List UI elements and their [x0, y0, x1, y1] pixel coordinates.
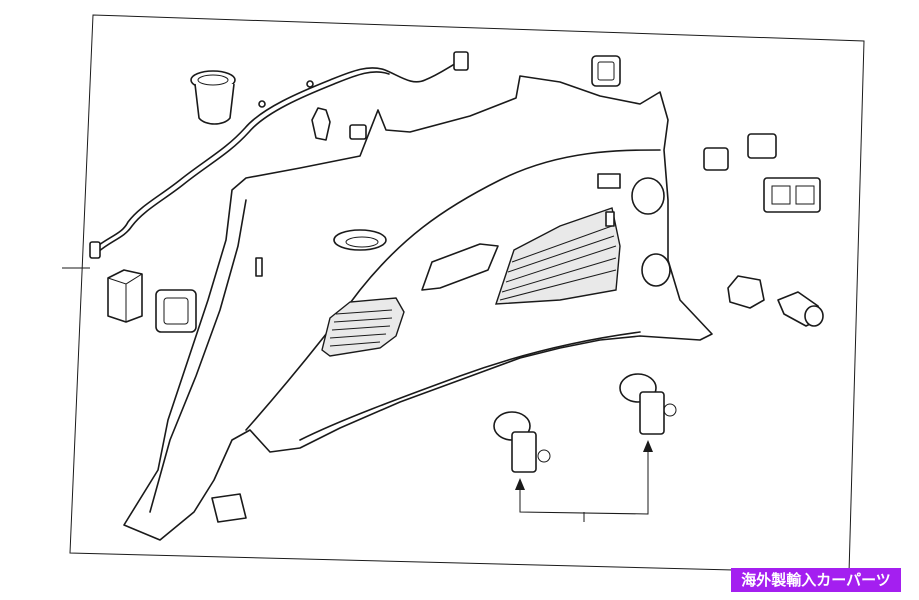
- clip-part-3: [703, 147, 729, 171]
- watermark-badge: 海外製輸入カーパーツ: [731, 568, 901, 592]
- power-outlet-part: [777, 291, 824, 327]
- switch-bezel-part: [155, 289, 197, 333]
- pad-part: [211, 493, 247, 523]
- tie-down-hook-left: [493, 411, 551, 473]
- clip-part-2: [349, 124, 367, 140]
- callout-leader: [515, 440, 653, 522]
- clip-part-1: [311, 107, 331, 141]
- wiring-harness: [89, 51, 469, 259]
- connector-part-left: [107, 269, 143, 323]
- clip-part-4: [747, 133, 777, 159]
- tie-down-hook-right: [619, 373, 677, 435]
- dual-switch-part: [763, 177, 821, 213]
- cup-holder-part: [190, 70, 236, 125]
- retainer-part-top: [591, 55, 621, 87]
- bracket-part: [727, 275, 765, 309]
- quarter-trim-panel: [123, 75, 713, 541]
